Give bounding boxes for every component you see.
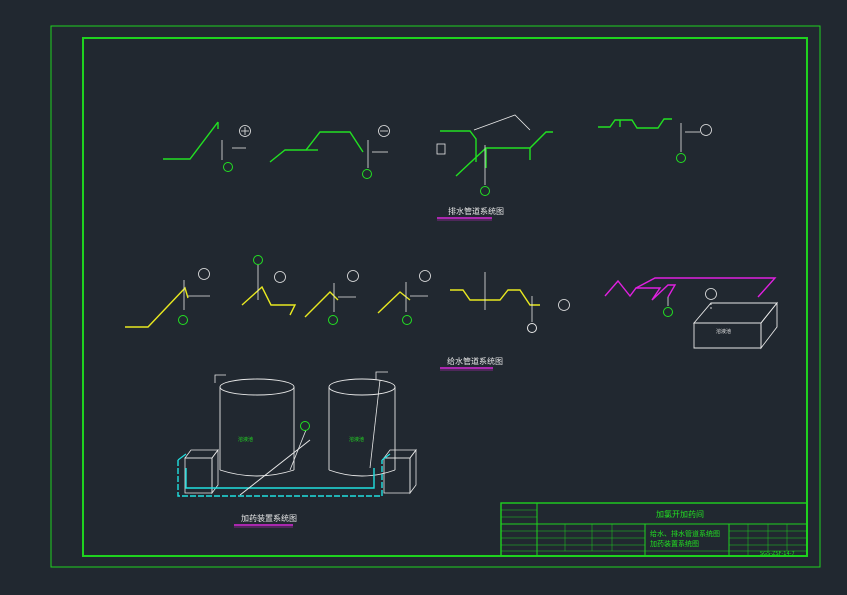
drain-pipe-3a: [440, 130, 477, 162]
drain-fixture-icon: [239, 125, 251, 137]
supply-pipe-6a: [604, 279, 677, 301]
supply-pipe-2: [241, 285, 297, 316]
grid-marker-icon: [663, 307, 673, 317]
drain-pipe-4: [598, 118, 672, 129]
project-name: 加氯开加药间: [656, 509, 704, 519]
supply-pipe-6b: [635, 277, 777, 298]
supply-fixture-icon: [274, 271, 286, 283]
drawing-name-line1: 给水、排水管道系统图: [650, 529, 720, 538]
left-tank-label: 溶液池: [238, 436, 253, 443]
drain-pipe-1: [163, 121, 219, 160]
drain-fixture-icon: [378, 125, 390, 137]
supply-pipe-4: [377, 291, 411, 314]
grid-marker-icon: [402, 315, 412, 325]
outer-frame: [50, 25, 821, 568]
solution-box-3d: [693, 301, 778, 350]
grid-marker-icon: [300, 421, 310, 431]
supply-pipe-1: [125, 286, 189, 328]
grid-marker-icon: [253, 255, 263, 265]
drawing-name-line2: 加药装置系统图: [650, 539, 699, 548]
drain-pipe-2: [269, 131, 364, 163]
grid-marker-icon: [328, 315, 338, 325]
supply-fixture-icon: [705, 288, 717, 300]
title-block: [500, 502, 808, 557]
inner-frame: [82, 37, 808, 557]
drain-title: 排水管道系统图: [448, 206, 504, 216]
supply-fixture-icon: [347, 270, 359, 282]
grid-marker-icon: [223, 162, 233, 172]
supply-fixture-icon: [558, 299, 570, 311]
supply-title: 给水管道系统图: [447, 356, 503, 366]
dosing-system-group: [177, 371, 417, 497]
fixture-box: [436, 143, 446, 155]
drain-system-group: [163, 114, 712, 196]
grid-marker-icon: [178, 315, 188, 325]
supply-fixture-icon: [419, 270, 431, 282]
drain-fixture-icon: [700, 124, 712, 136]
drain-pipe-3b: [455, 131, 553, 177]
supply-pipe-3: [304, 291, 339, 318]
grid-marker-b-icon: [527, 323, 537, 333]
supply-system-group: [125, 255, 777, 333]
grid-marker-icon: [676, 153, 686, 163]
box-tank-label: 溶液池: [716, 328, 731, 335]
drawing-number: SGS-ZSF-14-7: [760, 551, 795, 557]
supply-pipe-5: [450, 289, 540, 306]
dosing-title: 加药装置系统图: [241, 513, 297, 523]
leader-line: [473, 114, 531, 131]
right-tank-label: 溶液池: [349, 436, 364, 443]
supply-fixture-icon: [198, 268, 210, 280]
grid-marker-icon: [480, 186, 490, 196]
grid-marker-icon: [362, 169, 372, 179]
